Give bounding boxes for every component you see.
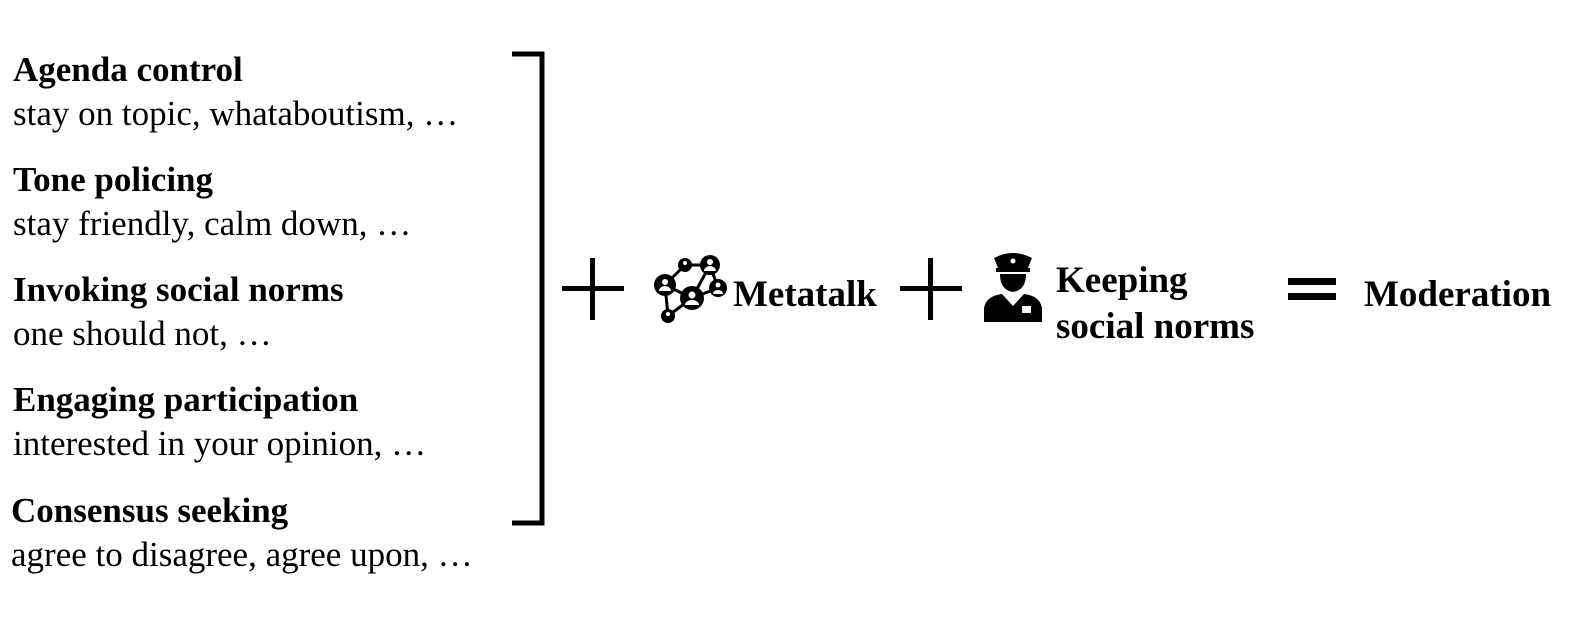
keeping-norms-label-line1: Keeping: [1056, 260, 1188, 301]
category-tone-policing: Tone policing stay friendly, calm down, …: [13, 158, 411, 246]
category-examples: one should not, …: [13, 314, 272, 353]
keeping-norms-label-line2: social norms: [1056, 306, 1255, 347]
category-title: Consensus seeking: [11, 491, 289, 530]
category-invoking-social-norms: Invoking social norms one should not, …: [13, 268, 344, 356]
category-examples: stay on topic, whataboutism, …: [13, 94, 459, 133]
category-consensus-seeking: Consensus seeking agree to disagree, agr…: [11, 489, 473, 577]
network-people-icon: [654, 255, 727, 323]
plus-sign: [900, 258, 962, 320]
category-examples: stay friendly, calm down, …: [13, 204, 412, 243]
category-engaging-participation: Engaging participation interested in you…: [13, 378, 426, 466]
plus-sign: [562, 258, 624, 320]
equals-sign: [1288, 278, 1336, 300]
moderation-label: Moderation: [1364, 274, 1552, 315]
category-agenda-control: Agenda control stay on topic, whatabouti…: [13, 48, 458, 136]
category-examples: agree to disagree, agree upon, …: [11, 535, 473, 574]
category-title: Tone policing: [13, 160, 214, 199]
category-title: Agenda control: [13, 50, 243, 89]
category-examples: interested in your opinion, …: [13, 424, 427, 463]
metatalk-label: Metatalk: [733, 274, 877, 315]
category-title: Invoking social norms: [13, 270, 344, 309]
police-officer-icon: [984, 253, 1042, 322]
category-title: Engaging participation: [13, 380, 359, 419]
